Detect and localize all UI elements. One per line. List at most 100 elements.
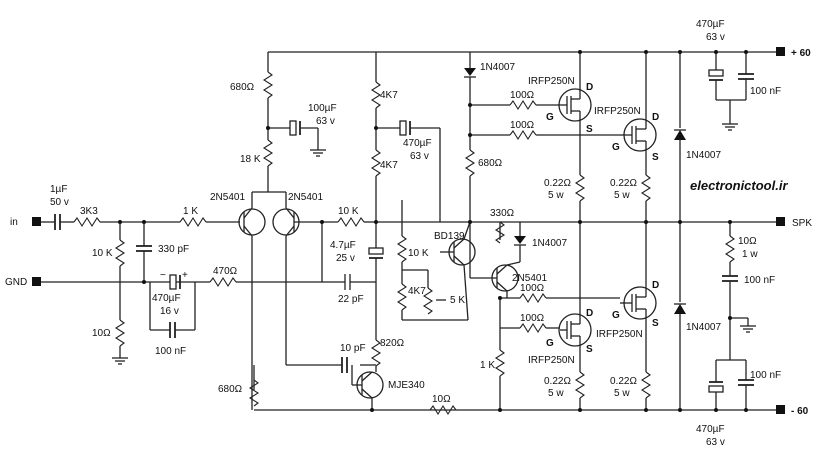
component-label: 0.22Ω (544, 376, 571, 387)
component-label: IRFP250N (596, 329, 643, 340)
diode-mid-1n4007 (514, 236, 526, 244)
r-10ohm-gnd (114, 319, 126, 347)
component-label: 63 v (706, 437, 725, 448)
component-label: 1N4007 (686, 150, 721, 161)
component-label: 100 nF (750, 370, 781, 381)
component-label: 63 v (410, 151, 429, 162)
component-label: 10 pF (340, 343, 366, 354)
component-label: 820Ω (380, 338, 405, 349)
component-label: 680Ω (218, 384, 243, 395)
diode-rail-1 (674, 130, 686, 140)
component-label: 10 K (408, 248, 429, 259)
component-label: 4K7 (408, 286, 426, 297)
component-label: G (546, 338, 554, 349)
neg-terminal (776, 405, 785, 414)
component-label: 63 v (316, 116, 335, 127)
component-label: BD139 (434, 231, 465, 242)
component-label: 0.22Ω (544, 178, 571, 189)
r-100-gate-4 (519, 322, 547, 334)
r-470 (209, 276, 237, 288)
component-label: 22 pF (338, 294, 364, 305)
component-label: D (652, 280, 659, 291)
r-680-bottom (248, 379, 260, 407)
r-10k-feedback (337, 216, 365, 228)
component-label: 50 v (50, 197, 69, 208)
component-label: 470µF (696, 424, 725, 435)
c-470u-neg (708, 385, 724, 393)
component-label: G (612, 310, 620, 321)
pos-terminal (776, 47, 785, 56)
q1-2n5401 (238, 208, 266, 236)
component-label: 680Ω (478, 158, 503, 169)
r-10-zobel (724, 235, 736, 263)
component-label: 2N5401 (288, 192, 323, 203)
component-label: 0.22Ω (610, 376, 637, 387)
c-470u-pos (708, 69, 724, 77)
component-label: G (612, 142, 620, 153)
pos-rail-label: + 60 (791, 48, 811, 59)
component-label: 100 nF (750, 86, 781, 97)
r-100-gate-3 (519, 292, 547, 304)
r-1k-input (179, 216, 207, 228)
component-label: 470µF (403, 138, 432, 149)
component-label: 25 v (336, 253, 355, 264)
spk-terminal (776, 217, 785, 226)
component-label: G (546, 112, 554, 123)
component-label: 1µF (50, 184, 67, 195)
c-470u-16v (169, 274, 177, 290)
component-label: 100Ω (510, 90, 535, 101)
component-label: 330 pF (158, 244, 189, 255)
diode-top-1n4007 (464, 68, 476, 76)
component-label: 5 w (548, 388, 564, 399)
r-100-gate-1 (509, 99, 537, 111)
component-label: 470Ω (213, 266, 238, 277)
r-10k-vbe (396, 235, 408, 263)
component-label: 16 v (160, 306, 179, 317)
component-label: 0.22Ω (610, 178, 637, 189)
component-label: − (160, 270, 166, 281)
component-label: S (652, 152, 659, 163)
component-label: IRFP250N (594, 106, 641, 117)
component-label: MJE340 (388, 380, 425, 391)
component-label: 10 K (338, 206, 359, 217)
component-label: 100 nF (155, 346, 186, 357)
component-label: 10 K (92, 248, 113, 259)
component-label: 10Ω (92, 328, 111, 339)
component-label: 4K7 (380, 160, 398, 171)
component-label: 470µF (696, 19, 725, 30)
component-label: S (652, 318, 659, 329)
component-label: 470µF (152, 293, 181, 304)
component-label: 100µF (308, 103, 337, 114)
r-18k (262, 139, 274, 167)
r-source-1 (574, 174, 586, 202)
component-label: 4.7µF (330, 240, 356, 251)
component-label: 100Ω (520, 313, 545, 324)
component-label: 330Ω (490, 208, 515, 219)
r-source-2 (640, 174, 652, 202)
component-label: 1N4007 (480, 62, 515, 73)
r-4k7-vbe (396, 283, 408, 311)
r-source-3 (574, 371, 586, 399)
component-label: 1 K (480, 360, 495, 371)
component-label: 2N5401 (512, 273, 547, 284)
component-label: 18 K (240, 154, 261, 165)
r-3k3 (73, 216, 101, 228)
r-source-4 (640, 371, 652, 399)
gnd-label: GND (5, 277, 27, 288)
mosfet-4-irfp250n (558, 313, 592, 347)
brand-watermark: electronictool.ir (690, 178, 788, 193)
component-label: 4K7 (380, 90, 398, 101)
diode-rail-2 (674, 304, 686, 314)
r-10k-bias (114, 239, 126, 267)
gnd-terminal (32, 277, 41, 286)
component-label: IRFP250N (528, 76, 575, 87)
component-label: 680Ω (230, 82, 255, 93)
in-label: in (10, 217, 18, 228)
component-label: 2N5401 (210, 192, 245, 203)
component-label: S (586, 344, 593, 355)
pot-5k (422, 287, 434, 315)
component-label: D (586, 82, 593, 93)
component-label: 100 nF (744, 275, 775, 286)
mosfet-1-irfp250n (558, 88, 592, 122)
